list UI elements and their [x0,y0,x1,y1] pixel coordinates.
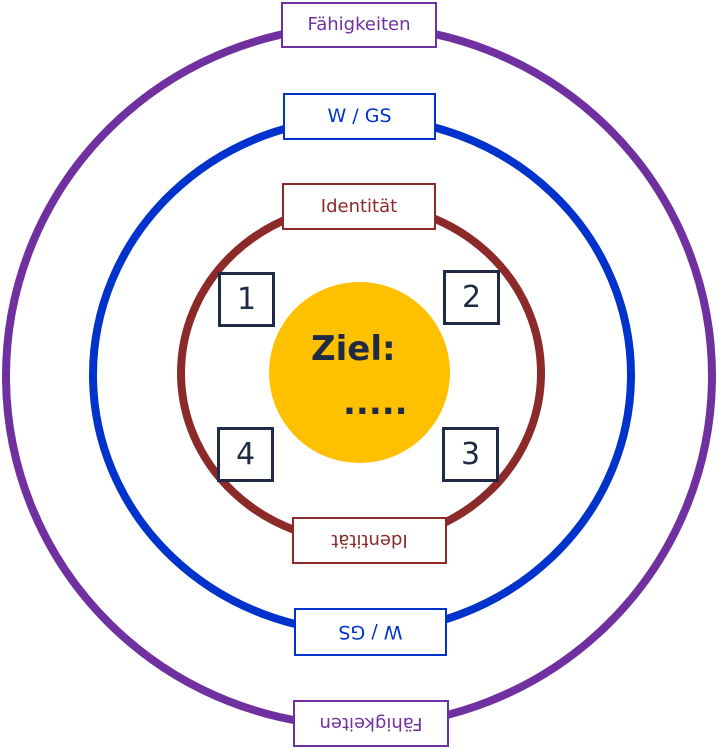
goal-text: ..... [343,383,408,423]
faehigkeiten-label-top: Fähigkeiten [281,2,437,48]
identitaet-label-top: Identität [282,183,436,230]
faehigkeiten-label-bottom: Fähigkeiten [293,700,449,747]
number-box-4: 4 [217,427,274,482]
number-box-1: 1 [218,272,275,327]
goal-title: Ziel: [311,329,396,369]
number-box-2: 2 [443,270,500,325]
wgs-label-bottom: W / GS [294,608,447,656]
goal-circle [269,282,450,463]
wgs-label-top: W / GS [283,93,436,140]
identitaet-label-bottom: Identität [292,517,447,564]
number-box-3: 3 [442,427,499,482]
